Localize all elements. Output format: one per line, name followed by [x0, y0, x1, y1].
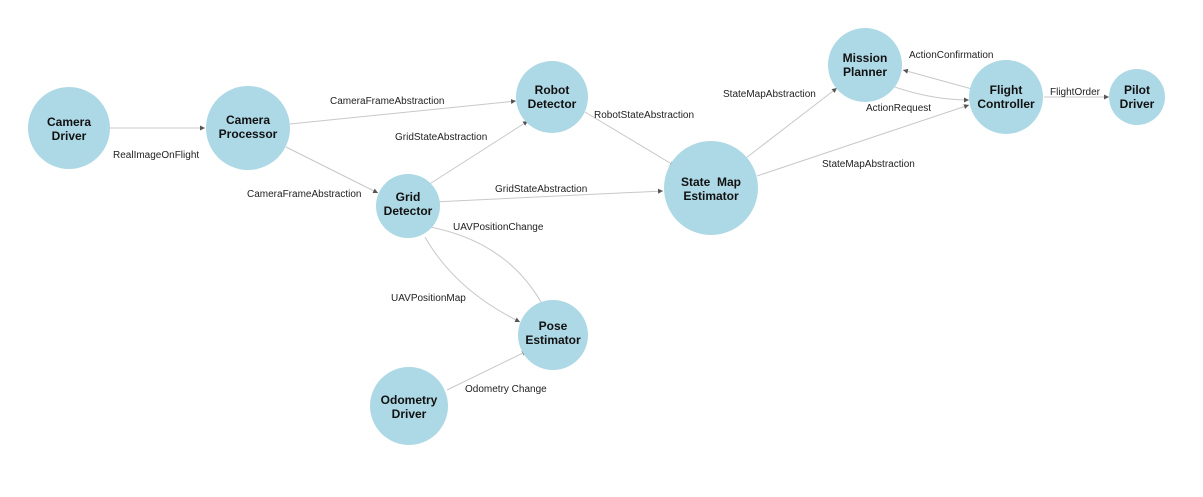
edge-label-gridstateabstraction-up: GridStateAbstraction — [395, 132, 487, 143]
node-label-line1: Camera — [226, 113, 270, 127]
node-label-line2: Driver — [52, 129, 87, 143]
node-label-line1: Pose — [539, 319, 568, 333]
node-flight-controller[interactable]: Flight Controller — [969, 60, 1043, 134]
node-grid-detector[interactable]: Grid Detector — [376, 174, 440, 238]
node-label-line2: Detector — [528, 97, 577, 111]
edge-label-actionconfirmation: ActionConfirmation — [909, 50, 993, 61]
edge-state-map-estimator-to-mission-planner[interactable]: StateMapAbstraction — [723, 87, 838, 159]
node-label-line2: Processor — [219, 127, 278, 141]
node-robot-detector[interactable]: Robot Detector — [516, 61, 588, 133]
edge-grid-detector-to-pose-estimator[interactable]: UAVPositionMap — [391, 236, 521, 323]
edge-odometry-driver-to-pose-estimator[interactable]: Odometry Change — [446, 350, 547, 395]
node-pose-estimator[interactable]: Pose Estimator — [518, 300, 588, 370]
edge-camera-processor-to-grid-detector[interactable]: CameraFrameAbstraction — [247, 146, 379, 200]
node-state-map-estimator[interactable]: State Map Estimator — [664, 141, 758, 235]
edge-label-odometry-change: Odometry Change — [465, 384, 547, 395]
node-odometry-driver[interactable]: Odometry Driver — [370, 367, 448, 445]
nodes: Camera Driver Camera Processor Robot Det… — [28, 28, 1165, 445]
node-pilot-driver[interactable]: Pilot Driver — [1109, 69, 1165, 125]
node-label-line2: Estimator — [683, 189, 739, 203]
node-label-line1: Camera — [47, 115, 91, 129]
node-label-line2: Driver — [1120, 97, 1155, 111]
node-mission-planner[interactable]: Mission Planner — [828, 28, 902, 102]
edge-label-uavpositionchange: UAVPositionChange — [453, 222, 544, 233]
edge-grid-detector-to-robot-detector[interactable]: GridStateAbstraction — [395, 120, 529, 186]
edge-camera-processor-to-robot-detector[interactable]: CameraFrameAbstraction — [289, 96, 517, 125]
edge-label-realimageonflight: RealImageOnFlight — [113, 150, 199, 161]
node-camera-processor[interactable]: Camera Processor — [206, 86, 290, 170]
node-label-line1: Odometry — [381, 393, 438, 407]
edge-label-gridstateabstraction-right: GridStateAbstraction — [495, 184, 587, 195]
node-label-line2: Planner — [843, 65, 887, 79]
node-label-line1: Grid — [396, 190, 421, 204]
edge-label-actionrequest: ActionRequest — [866, 103, 931, 114]
edge-mission-planner-to-flight-controller[interactable]: ActionRequest — [866, 84, 970, 114]
node-label-line1: Mission — [843, 51, 888, 65]
node-label-line2: Detector — [384, 204, 433, 218]
edge-label-statemapabstraction-top: StateMapAbstraction — [723, 89, 816, 100]
edge-label-robotstateabstraction: RobotStateAbstraction — [594, 110, 694, 121]
node-label-line2: Controller — [977, 97, 1035, 111]
edge-label-cameraframeabstraction-bottom: CameraFrameAbstraction — [247, 189, 361, 200]
node-label-line1: Robot — [535, 83, 570, 97]
edge-grid-detector-to-state-map-estimator[interactable]: GridStateAbstraction — [432, 184, 664, 203]
edge-label-flightorder: FlightOrder — [1050, 87, 1101, 98]
node-label-line1: Pilot — [1124, 83, 1150, 97]
edge-label-cameraframeabstraction-top: CameraFrameAbstraction — [330, 96, 444, 107]
edge-label-uavpositionmap: UAVPositionMap — [391, 293, 466, 304]
edge-state-map-estimator-to-flight-controller[interactable]: StateMapAbstraction — [756, 104, 970, 177]
edge-flight-controller-to-pilot-driver[interactable]: FlightOrder — [1044, 87, 1109, 100]
edge-label-statemapabstraction-bottom: StateMapAbstraction — [822, 159, 915, 170]
edges: RealImageOnFlight CameraFrameAbstraction… — [110, 50, 1109, 395]
edge-pose-estimator-to-grid-detector[interactable]: UAVPositionChange — [424, 222, 544, 303]
node-label-line2: Driver — [392, 407, 427, 421]
node-label-line1: Flight — [990, 83, 1023, 97]
edge-flight-controller-to-mission-planner[interactable]: ActionConfirmation — [902, 50, 993, 90]
node-label-line2: Estimator — [525, 333, 581, 347]
node-camera-driver[interactable]: Camera Driver — [28, 87, 110, 169]
node-label-line1: State Map — [681, 175, 741, 189]
edge-camera-driver-to-camera-processor[interactable]: RealImageOnFlight — [110, 125, 205, 161]
edge-robot-detector-to-state-map-estimator[interactable]: RobotStateAbstraction — [584, 110, 694, 167]
